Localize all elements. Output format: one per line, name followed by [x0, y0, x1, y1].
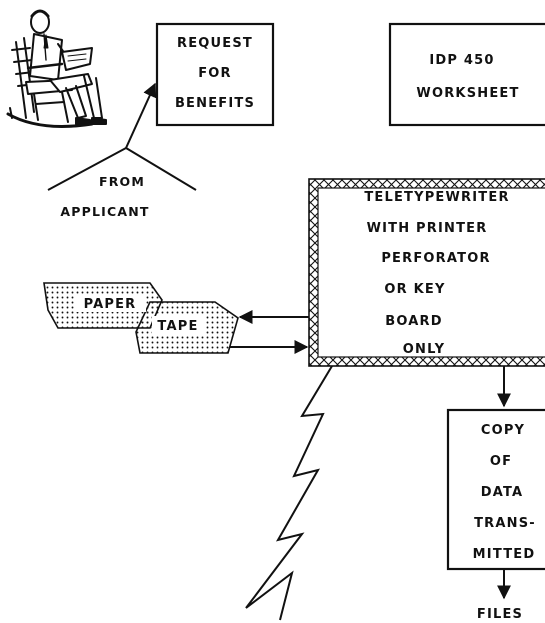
- worksheet-label-line2: WORKSHEET: [416, 86, 519, 101]
- teletype-label-line6: ONLY: [403, 342, 445, 357]
- teletypewriter-box: TELETYPEWRITER WITH PRINTER PERFORATOR O…: [309, 179, 545, 366]
- teletype-label-line3: PERFORATOR: [381, 251, 490, 266]
- lightning-bolt-icon: [246, 366, 332, 620]
- teletype-label-line1: TELETYPEWRITER: [364, 190, 509, 205]
- worksheet-label-line1: IDP 450: [429, 53, 494, 68]
- files-label: FILES: [477, 607, 523, 622]
- teletype-label-line2: WITH PRINTER: [367, 221, 488, 236]
- paper-tape-icon: PAPER TAPE: [44, 283, 238, 353]
- teletype-label-line4: OR KEY: [384, 282, 445, 297]
- man-in-rocking-chair-icon: [8, 11, 106, 126]
- request-label-line3: BENEFITS: [175, 96, 255, 111]
- tape-label: TAPE: [157, 319, 198, 334]
- copy-label-line4: TRANS-: [474, 516, 536, 531]
- copy-label-line1: COPY: [481, 423, 525, 438]
- paper-label: PAPER: [84, 297, 137, 312]
- request-label-line2: FOR: [198, 66, 232, 81]
- teletype-label-line5: BOARD: [385, 314, 442, 329]
- copy-label-line5: MITTED: [473, 547, 536, 562]
- copy-label-line3: DATA: [481, 485, 524, 500]
- copy-of-data-box: COPY OF DATA TRANS- MITTED: [448, 410, 545, 569]
- copy-label-line2: OF: [490, 454, 512, 469]
- request-for-benefits-box: REQUEST FOR BENEFITS: [157, 24, 273, 125]
- request-label-line1: REQUEST: [177, 36, 253, 51]
- applicant-label: APPLICANT: [60, 204, 149, 219]
- idp-450-worksheet-box: IDP 450 WORKSHEET: [390, 24, 545, 125]
- from-label: FROM: [99, 174, 145, 189]
